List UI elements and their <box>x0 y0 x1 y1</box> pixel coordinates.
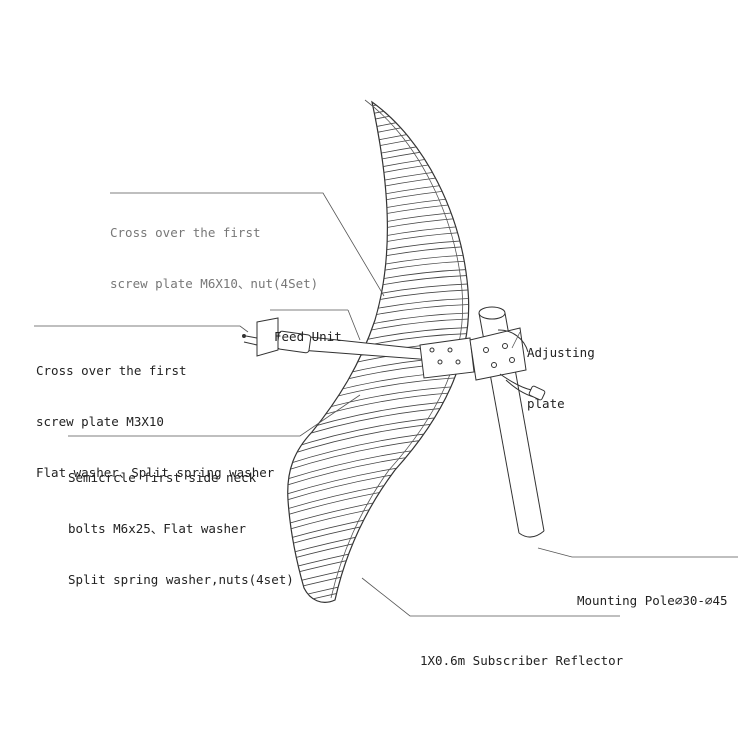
callout-adjusting-plate: Adjusting plate <box>527 310 595 429</box>
callout-cross-over-m6-line2: screw plate M6X10、nut(4Set) <box>110 276 319 291</box>
callout-semicircle-bolts: Semicrcle first side neck bolts M6x25、Fl… <box>68 435 294 605</box>
mounting-pole-label: Mounting Pole∅30-∅45 <box>577 593 728 608</box>
adjusting-plate-line1: Adjusting <box>527 345 595 360</box>
feed-unit <box>242 317 433 361</box>
reflector-rib <box>287 102 469 149</box>
callout-cross-over-m6-line1: Cross over the first <box>110 225 261 240</box>
reflector-rib <box>287 108 469 158</box>
callout-mounting-pole: Mounting Pole∅30-∅45 <box>577 558 728 626</box>
callout-semicircle-bolts-line2: bolts M6x25、Flat washer <box>68 521 247 536</box>
callout-cross-over-m6: Cross over the first screw plate M6X10、n… <box>110 190 318 309</box>
reflector-rib <box>287 385 469 434</box>
leader-lines <box>34 192 738 617</box>
callout-reflector: 1X0.6m Subscriber Reflector <box>420 618 623 686</box>
reflector-rib <box>287 102 469 129</box>
callout-feed-unit: Feed Unit <box>274 294 342 362</box>
callout-cross-over-m3-line1: Cross over the first <box>36 363 187 378</box>
adjusting-plate-bracket <box>419 327 546 401</box>
reflector-rib <box>287 102 469 135</box>
reflector-rib <box>287 102 469 143</box>
reflector-rib <box>287 137 469 187</box>
callout-cross-over-m3-line3: Flat washer、Split spring washer <box>36 465 275 480</box>
adjusting-plate-line2: plate <box>527 396 565 411</box>
reflector-label: 1X0.6m Subscriber Reflector <box>420 653 624 668</box>
reflector-rib <box>287 123 469 173</box>
reflector-rib <box>287 376 469 426</box>
reflector-rib <box>287 129 469 179</box>
callout-semicircle-bolts-line1: Semicrcle first side neck <box>68 470 257 485</box>
feed-unit-label: Feed Unit <box>274 329 342 344</box>
callout-cross-over-m3-line2: screw plate M3X10 <box>36 414 164 429</box>
callout-semicircle-bolts-line3: Split spring washer,nuts(4set) <box>68 572 294 587</box>
reflector-rib <box>287 143 469 193</box>
callout-cross-over-m3: Cross over the first screw plate M3X10 F… <box>36 328 274 498</box>
reflector-rib <box>287 114 469 164</box>
